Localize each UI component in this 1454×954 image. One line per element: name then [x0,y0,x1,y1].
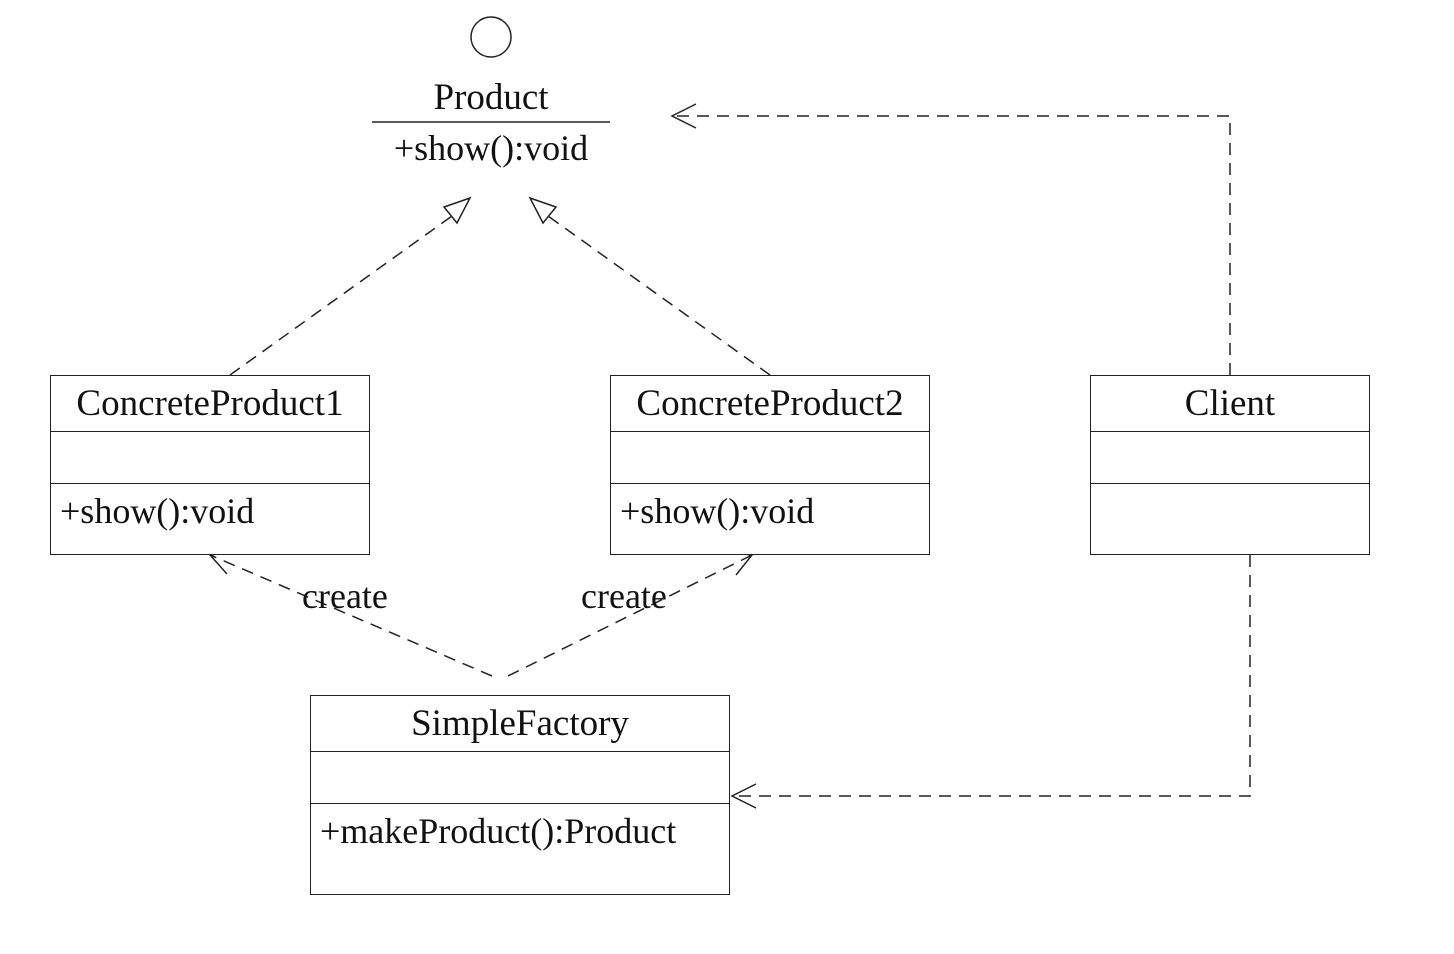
class-operation: +show():void [620,491,815,531]
class-operation: +show():void [60,491,255,531]
class-attributes-section [1091,432,1369,484]
class-name: ConcreteProduct2 [611,376,929,432]
class-attributes-section [311,752,729,804]
interface-lollipop-icon [470,16,512,58]
realization-cp1-to-product [229,196,472,376]
open-arrowhead-icon [670,103,697,129]
open-arrowhead-icon [208,551,237,575]
class-name: SimpleFactory [311,696,729,752]
create-relation-label: create [302,576,388,616]
class-name: ConcreteProduct1 [51,376,369,432]
class-name: Client [1091,376,1369,432]
class-attributes-section [611,432,929,484]
dependency-client-to-product [670,103,1231,375]
dependency-client-to-factory [730,555,1251,809]
class-concrete-product-1[interactable]: ConcreteProduct1 +show():void [50,375,370,555]
class-attributes-section [51,432,369,484]
open-arrowhead-icon [730,783,757,809]
hollow-triangle-arrowhead-icon [528,196,558,225]
create-relation-label: create [581,576,667,616]
realization-cp2-to-product [528,196,771,376]
class-client[interactable]: Client [1090,375,1370,555]
product-interface-operation: +show():void [393,128,589,168]
hollow-triangle-arrowhead-icon [442,196,472,225]
class-simple-factory[interactable]: SimpleFactory +makeProduct():Product [310,695,730,895]
product-interface-name: Product [433,77,549,118]
class-operation: +makeProduct():Product [320,811,677,851]
open-arrowhead-icon [725,551,754,576]
class-concrete-product-2[interactable]: ConcreteProduct2 +show():void [610,375,930,555]
